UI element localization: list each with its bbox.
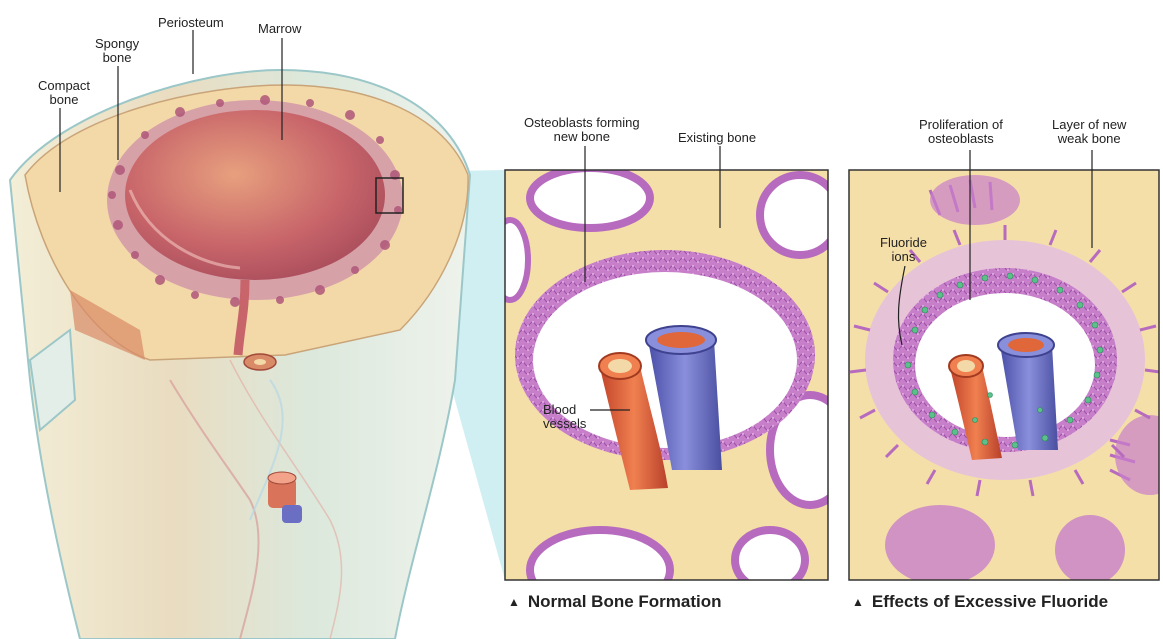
- label-osteoblasts-forming: Osteoblasts forming new bone: [524, 116, 640, 144]
- panel-normal: [492, 168, 850, 610]
- label-compact-bone: Compact bone: [38, 79, 90, 107]
- triangle-icon: ▲: [852, 595, 864, 609]
- caption-normal: ▲Normal Bone Formation: [508, 592, 722, 612]
- label-proliferation: Proliferation of osteoblasts: [919, 118, 1003, 146]
- caption-fluoride: ▲Effects of Excessive Fluoride: [852, 592, 1108, 612]
- panel-fluoride: [849, 170, 1163, 585]
- label-blood-vessels: Blood vessels: [543, 403, 586, 431]
- label-layer-new-bone: Layer of new weak bone: [1052, 118, 1126, 146]
- label-fluoride-ions: Fluoride ions: [880, 236, 927, 264]
- label-spongy-bone: Spongy bone: [95, 37, 139, 65]
- marrow: [125, 110, 385, 280]
- label-existing-bone: Existing bone: [678, 131, 756, 145]
- triangle-icon: ▲: [508, 595, 520, 609]
- label-periosteum: Periosteum: [158, 16, 224, 30]
- label-marrow: Marrow: [258, 22, 301, 36]
